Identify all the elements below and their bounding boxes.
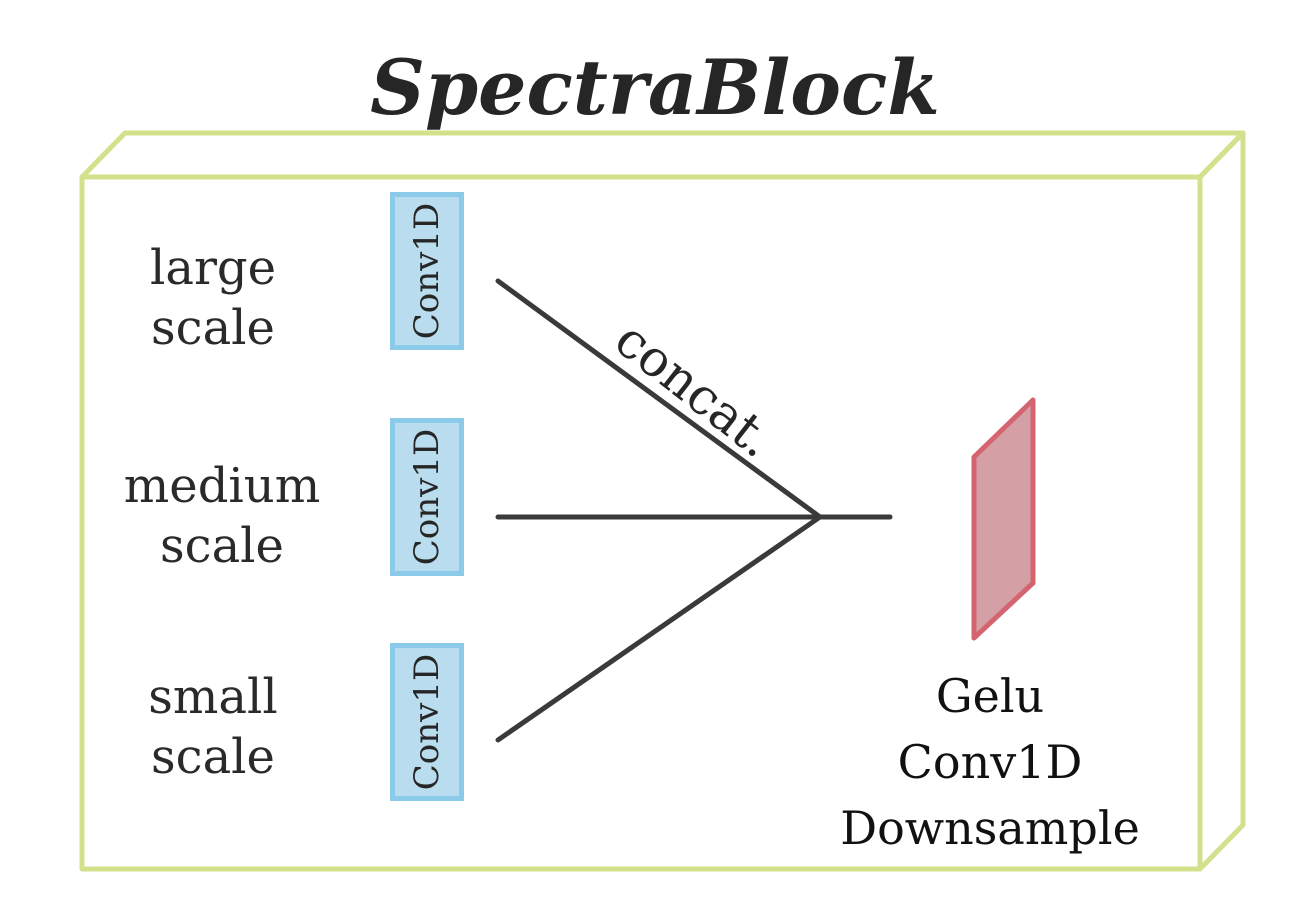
conv1d-label-large: Conv1D (407, 202, 447, 340)
line-small (495, 514, 823, 743)
output-label-downsample: Downsample (840, 801, 1140, 855)
conv1d-box-small: Conv1D (390, 643, 464, 801)
scale-label-small: small scale (103, 667, 323, 787)
frame-side (1197, 130, 1246, 872)
scale-label-large: large scale (103, 238, 323, 358)
scale-label-large-line2: scale (151, 300, 275, 356)
frame-top (79, 130, 1246, 180)
scale-label-small-line1: small (148, 669, 278, 725)
line-large (495, 278, 823, 520)
conv1d-box-medium: Conv1D (390, 418, 464, 576)
scale-label-medium: medium scale (112, 456, 332, 576)
conv1d-label-medium: Conv1D (407, 428, 447, 566)
output-label-gelu: Gelu (935, 669, 1045, 723)
diagram-title: SpectraBlock (370, 43, 940, 132)
block-frame (79, 130, 1246, 872)
output-label-conv1d: Conv1D (897, 735, 1083, 789)
conv1d-label-small: Conv1D (407, 653, 447, 791)
scale-label-medium-line1: medium (123, 458, 321, 514)
scale-label-large-line1: large (149, 240, 277, 296)
output-layer (971, 397, 1036, 641)
connection-lines (495, 278, 893, 743)
scale-label-small-line2: scale (151, 729, 275, 785)
scale-label-medium-line2: scale (160, 518, 284, 574)
conv1d-box-large: Conv1D (390, 192, 464, 350)
